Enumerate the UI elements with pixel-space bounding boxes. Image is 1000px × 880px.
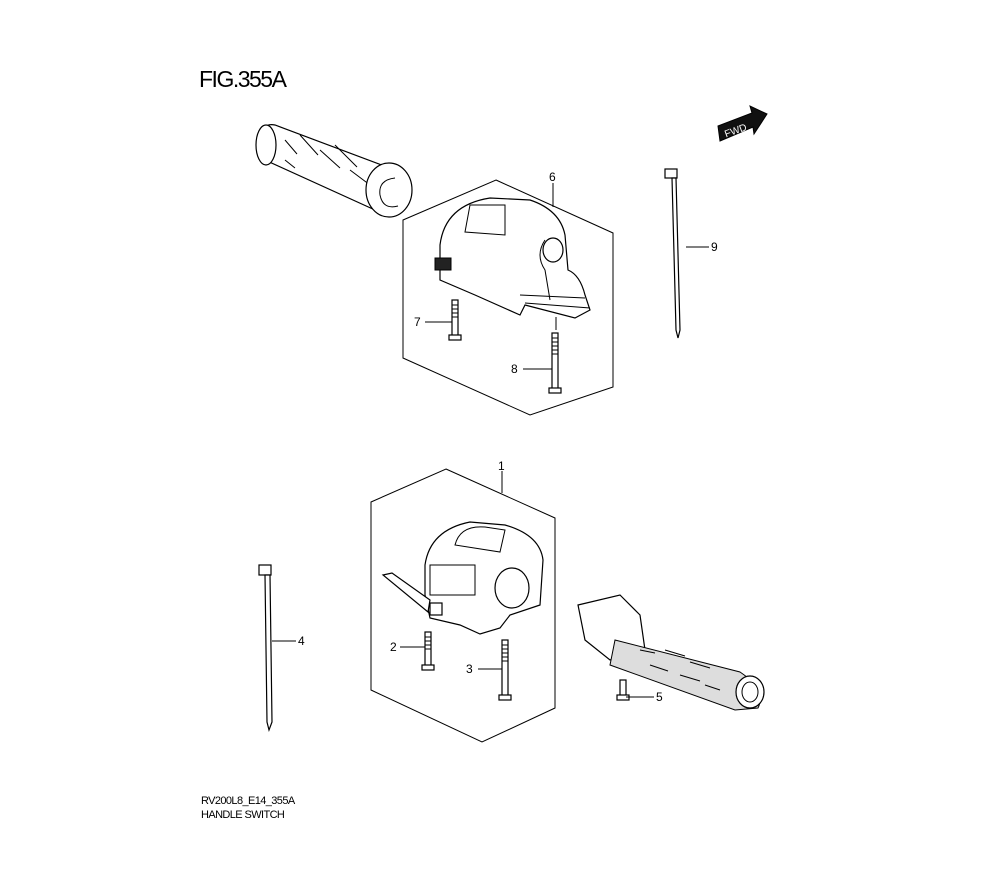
callout-5: 5 xyxy=(656,690,663,704)
callout-1: 1 xyxy=(498,459,505,473)
callout-4: 4 xyxy=(298,634,305,648)
figure-title: FIG.355A xyxy=(199,66,287,92)
switch-assembly-1 xyxy=(381,521,544,635)
callout-9: 9 xyxy=(711,240,718,254)
bolt-7 xyxy=(448,299,462,341)
bolt-3 xyxy=(498,639,512,701)
switch-assembly-6 xyxy=(434,197,591,319)
callout-3: 3 xyxy=(466,662,473,676)
assembly-outline-1 xyxy=(370,468,556,743)
forward-arrow-icon: FWD xyxy=(717,105,768,142)
cable-tie-4 xyxy=(258,564,273,733)
leader-lines xyxy=(272,183,709,698)
figure-code: RV200L8_E14_355A xyxy=(201,795,295,807)
assembly-outline-6 xyxy=(402,179,614,416)
figure-name: HANDLE SWITCH xyxy=(201,809,285,821)
callout-8: 8 xyxy=(511,362,518,376)
bolt-2 xyxy=(421,631,435,671)
bolt-8 xyxy=(548,332,562,394)
callout-7: 7 xyxy=(414,315,421,329)
callout-6: 6 xyxy=(549,170,556,184)
right-grip-throttle xyxy=(577,594,765,711)
callout-2: 2 xyxy=(390,640,397,654)
left-grip xyxy=(255,124,413,218)
cable-tie-9 xyxy=(664,168,681,339)
